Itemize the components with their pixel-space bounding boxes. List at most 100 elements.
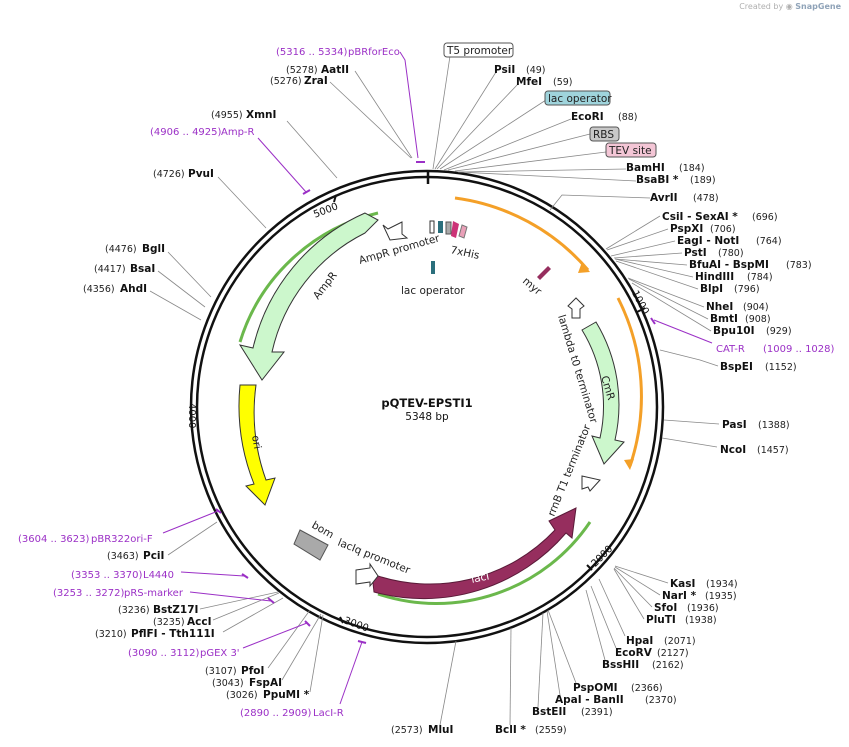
svg-text:T5 promoter: T5 promoter [446, 45, 513, 57]
primer-cat-r[interactable]: CAT-R (1009 .. 1028) [650, 317, 835, 355]
svg-text:(796): (796) [734, 284, 760, 295]
site-pfoi[interactable]: (3107) PfoI [205, 609, 311, 677]
credit-brand: SnapGene [795, 2, 841, 11]
bom-feature[interactable] [293, 529, 329, 561]
site-bsai[interactable]: (4417) BsaI [94, 263, 206, 308]
site-psii[interactable]: PsiI (49) [434, 64, 546, 170]
site-hindiii[interactable]: HindIII (784) [614, 258, 773, 283]
svg-text:(3026): (3026) [226, 690, 258, 701]
site-bsshii[interactable]: BssHII (2162) [585, 589, 684, 671]
site-ncoi[interactable]: NcoI (1457) [661, 437, 789, 456]
svg-text:(5316 .. 5334): (5316 .. 5334) [276, 47, 348, 58]
svg-text:BfuAI - BspMI: BfuAI - BspMI [689, 259, 769, 271]
site-ecori[interactable]: EcoRI (88) [443, 111, 638, 171]
site-acci[interactable]: (3235) AccI [153, 592, 280, 628]
site-ahdi[interactable]: (4356) AhdI [83, 283, 202, 321]
site-bpu10i[interactable]: Bpu10I (929) [631, 282, 792, 337]
site-zrai[interactable]: (5276) ZraI [270, 75, 412, 159]
primer-laci-r[interactable]: (2890 .. 2909) LacI-R [240, 640, 367, 719]
myr-feature[interactable] [537, 266, 551, 280]
site-psti[interactable]: PstI (780) [613, 247, 744, 259]
cmr-arrow[interactable] [581, 321, 625, 465]
svg-text:BssHII: BssHII [602, 659, 639, 671]
site-bsabi[interactable]: BsaBI * (189) [458, 171, 716, 186]
tag-rbs[interactable]: RBS [447, 126, 620, 171]
svg-text:BglI: BglI [142, 243, 165, 255]
site-nhei[interactable]: NheI (904) [627, 277, 769, 313]
ampr-promoter-arrow[interactable] [382, 221, 409, 241]
primer-amp-r[interactable]: (4906 .. 4925) Amp-R [150, 127, 311, 195]
primer-l4440[interactable]: (3353 .. 3370) L4440 [71, 570, 249, 581]
lac-operator-feature[interactable] [438, 221, 443, 233]
lambda-t0-arrow[interactable] [567, 297, 585, 319]
site-ecorv[interactable]: EcoRV (2127) [590, 585, 689, 659]
site-hpai[interactable]: HpaI (2071) [598, 578, 696, 647]
site-pspxi[interactable]: PspXI (706) [606, 223, 736, 251]
svg-text:(696): (696) [752, 212, 778, 223]
tag-tev-site[interactable]: TEV site [454, 142, 657, 172]
svg-text:BmtI: BmtI [710, 313, 738, 325]
t5-feature[interactable] [429, 220, 435, 234]
lac-operator-inner-feature[interactable] [431, 261, 435, 274]
site-mlui[interactable]: (2573) MluI [391, 640, 457, 736]
site-bsteii[interactable]: BstEII (2391) [532, 612, 613, 718]
svg-text:(1936): (1936) [687, 603, 719, 614]
site-eagi-noti[interactable]: EagI - NotI (764) [610, 235, 782, 257]
site-bgli[interactable]: (4476) BglI [105, 243, 212, 298]
site-csii-sexai[interactable]: CsiI - SexAI * (696) [605, 211, 778, 250]
svg-text:(2391): (2391) [581, 707, 613, 718]
site-bspei[interactable]: BspEI (1152) [659, 349, 797, 373]
rbs-feature[interactable] [445, 221, 452, 235]
plasmid-name: pQTEV-EPSTI1 [381, 396, 472, 410]
site-bamhi[interactable]: BamHI (184) [457, 162, 705, 174]
site-pasi[interactable]: PasI (1388) [663, 419, 790, 431]
site-mfei[interactable]: MfeI (59) [436, 76, 573, 170]
site-bstz17i[interactable]: (3236) BstZ17I [118, 591, 279, 616]
site-xmni[interactable]: (4955) XmnI [211, 109, 338, 179]
rrnb-label: rrnB T1 terminator [546, 422, 594, 518]
ori-arrow[interactable] [238, 384, 276, 506]
site-pspomi[interactable]: PspOMI (2366) [547, 609, 663, 694]
primer-pbrforeco[interactable]: (5316 .. 5334) pBRforEco [276, 47, 425, 163]
svg-text:(2370): (2370) [645, 695, 677, 706]
site-blpi[interactable]: BlpI (796) [615, 260, 760, 295]
tag-t5-promoter[interactable]: T5 promoter [432, 42, 514, 170]
rrnb-arrow[interactable] [581, 475, 601, 492]
site-pflfi-tth111i[interactable]: (3210) PflFI - Tth111I [95, 597, 284, 640]
site-pvui[interactable]: (4726) PvuI [153, 168, 267, 229]
svg-text:NcoI: NcoI [720, 444, 746, 456]
laci-arrow[interactable] [371, 507, 577, 600]
site-bcli[interactable]: BclI * (2559) [495, 627, 567, 736]
site-bmti[interactable]: BmtI (908) [628, 278, 771, 325]
site-pcii[interactable]: (3463) PciI [107, 521, 218, 562]
site-aatii[interactable]: (5278) AatII [286, 64, 413, 159]
site-fspai[interactable]: (3043) FspAI [212, 613, 322, 689]
svg-text:(184): (184) [679, 163, 705, 174]
tev-feature[interactable] [458, 224, 468, 239]
ampr-arrow[interactable] [238, 212, 379, 381]
primer-prs-marker[interactable]: (3253 .. 3272) pRS-marker [53, 588, 275, 604]
site-bfuai-bspmi[interactable]: BfuAI - BspMI (783) [614, 258, 812, 271]
snapgene-credit: Created by ◉ SnapGene [739, 2, 841, 11]
svg-text:(3604 .. 3623): (3604 .. 3623) [18, 534, 90, 545]
primer-pgex-3[interactable]: (3090 .. 3112) pGEX 3' [128, 620, 311, 659]
orf-arc-top [454, 196, 590, 271]
lac-operator-inner-label: lac operator [401, 285, 465, 297]
svg-text:BstEII: BstEII [532, 706, 566, 718]
site-kasi[interactable]: KasI (1934) [614, 565, 738, 590]
laciq-promoter-arrow[interactable] [355, 562, 379, 588]
site-ppumi[interactable]: (3026) PpuMI * [226, 614, 324, 701]
svg-text:MluI: MluI [428, 724, 453, 736]
site-avrii[interactable]: AvrII (478) [549, 192, 719, 211]
primer-pbr322ori-f[interactable]: (3604 .. 3623) pBR322ori-F [18, 508, 222, 545]
site-apai-banii[interactable]: ApaI - BanII (2370) [546, 610, 677, 706]
svg-text:(4356): (4356) [83, 284, 115, 295]
svg-text:PpuMI *: PpuMI * [263, 689, 310, 701]
tag-lac-operator[interactable]: lac operator [439, 90, 612, 170]
site-sfoi[interactable]: SfoI (1936) [613, 567, 719, 614]
his-tag-feature[interactable] [451, 221, 459, 238]
svg-text:(3210): (3210) [95, 629, 127, 640]
site-nari[interactable]: NarI * (1935) [614, 566, 737, 602]
site-pluti[interactable]: PluTI (1938) [613, 568, 717, 626]
svg-text:NarI *: NarI * [662, 590, 697, 602]
